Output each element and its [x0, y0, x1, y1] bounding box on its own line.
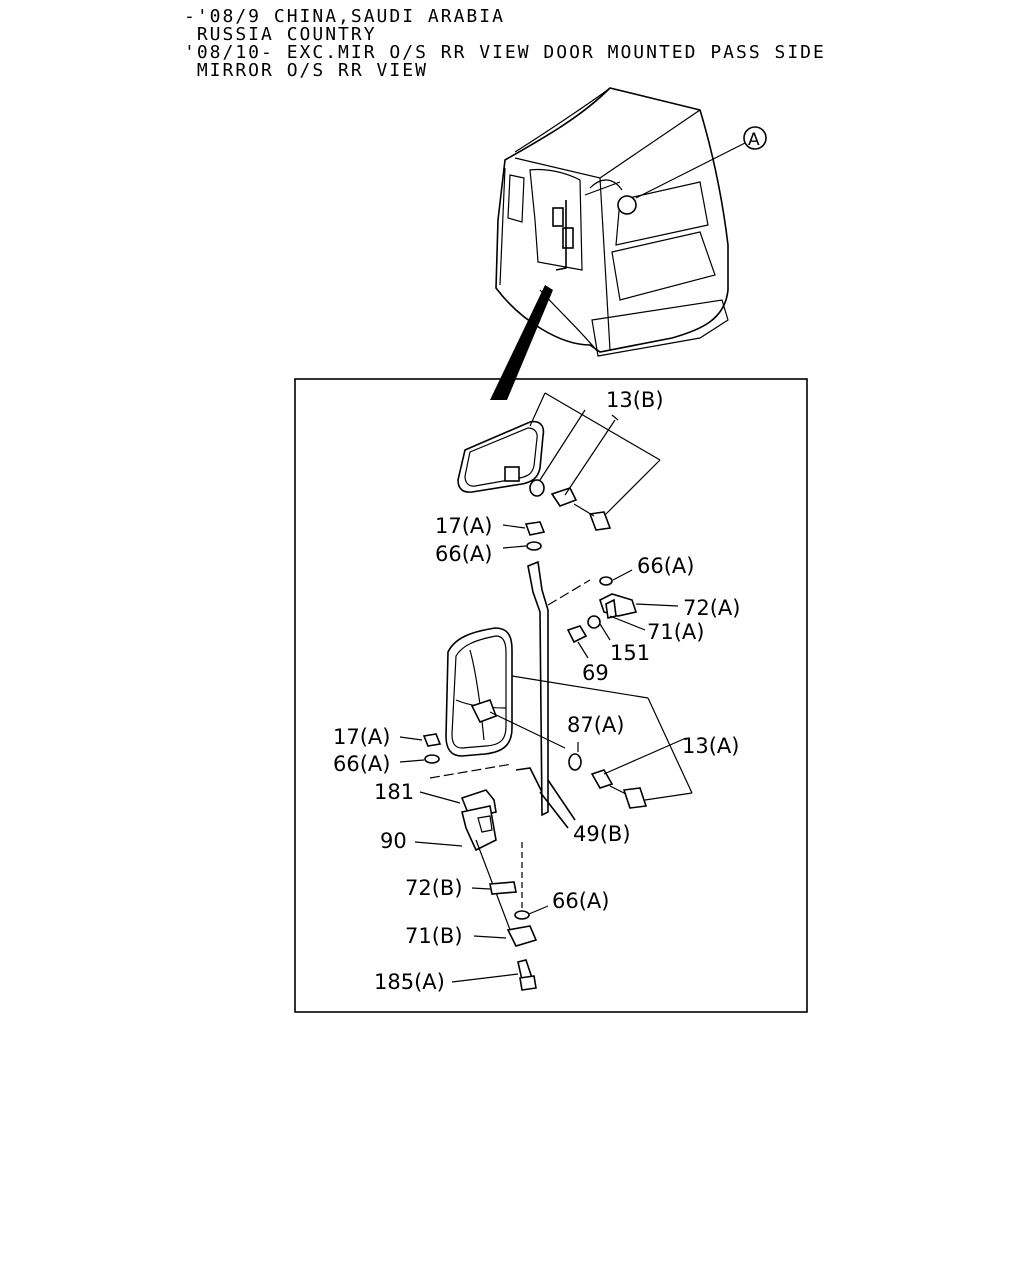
label-17a-top: 17(A): [435, 514, 492, 538]
label-72b: 72(B): [405, 876, 463, 900]
label-181: 181: [374, 780, 414, 804]
label-66a-right: 66(A): [637, 554, 694, 578]
right-bracket-group: [566, 569, 679, 659]
label-87a: 87(A): [567, 713, 624, 737]
label-66a-left: 66(A): [333, 752, 390, 776]
lower-bracket: [414, 789, 513, 936]
callout-a-label: A: [748, 130, 760, 150]
pivot-group: [568, 697, 693, 809]
label-66a-top: 66(A): [435, 542, 492, 566]
upper-fasteners: [502, 521, 546, 551]
bottom-fasteners: [451, 842, 549, 991]
label-185a: 185(A): [374, 970, 445, 994]
left-fasteners: [399, 733, 513, 779]
label-66a-bottom: 66(A): [552, 889, 609, 913]
label-17a-left: 17(A): [333, 725, 390, 749]
small-mirror: [457, 420, 612, 531]
label-71b: 71(B): [405, 924, 463, 948]
label-13a: 13(A): [682, 734, 739, 758]
leader-13b: [529, 392, 661, 516]
label-151: 151: [610, 641, 650, 665]
header-line-3: '08/10- EXC.MIR O/S RR VIEW DOOR MOUNTED…: [184, 42, 826, 63]
label-13b: 13(B): [606, 388, 664, 412]
label-49b: 49(B): [573, 822, 631, 846]
label-69: 69: [582, 661, 609, 685]
callout-a-circle: [743, 126, 767, 150]
large-mirror: [445, 627, 649, 757]
detail-frame: [294, 378, 808, 1013]
header-line-1: -'08/9 CHINA,SAUDI ARABIA: [184, 6, 505, 27]
label-90: 90: [380, 829, 407, 853]
label-72a: 72(A): [683, 596, 740, 620]
header-line-4: MIRROR O/S RR VIEW: [184, 60, 428, 81]
label-71a: 71(A): [647, 620, 704, 644]
header-line-2: RUSSIA COUNTRY: [184, 24, 377, 45]
vehicle-cab-illustration: A: [490, 87, 767, 400]
mirror-stay: [515, 560, 591, 829]
